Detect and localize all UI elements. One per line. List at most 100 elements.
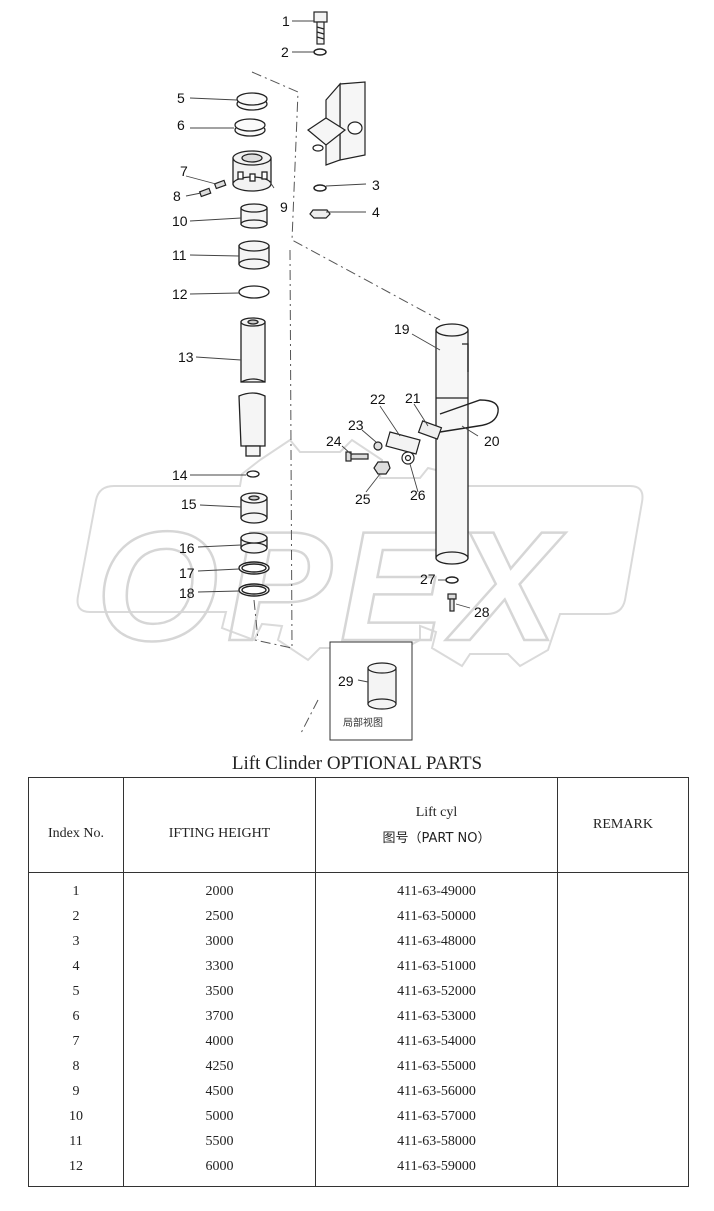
screw-part-8 [198, 187, 212, 198]
cell-part-no: 411-63-58000 [315, 1129, 558, 1154]
callout-24: 24 [326, 433, 342, 449]
callout-2: 2 [281, 44, 289, 60]
assembly-guide-lines [251, 71, 441, 736]
cell-lifting-height: 6000 [123, 1154, 316, 1179]
cell-part-no: 411-63-56000 [315, 1079, 558, 1104]
callout-leader-lines [185, 20, 479, 683]
cell-remark [557, 1129, 689, 1154]
cell-remark [557, 872, 689, 904]
ring-part-6 [234, 118, 266, 137]
callout-29: 29 [338, 673, 354, 689]
watermark-logo: OPEX [76, 438, 644, 675]
cell-part-no: 411-63-57000 [315, 1104, 558, 1129]
cell-lifting-height: 5000 [123, 1104, 316, 1129]
detail-view-label: 局部视图 [343, 716, 383, 729]
callout-23: 23 [348, 417, 364, 433]
callout-8: 8 [173, 188, 181, 204]
exploded-parts-diagram: OPEX [76, 11, 644, 741]
callout-16: 16 [179, 540, 195, 556]
cell-lifting-height: 2500 [123, 904, 316, 929]
cell-part-no: 411-63-54000 [315, 1029, 558, 1054]
bolt-part-28 [447, 593, 457, 612]
sleeve-part-29 [367, 662, 397, 710]
piston-part-15 [240, 492, 268, 524]
cell-lifting-height: 2000 [123, 872, 316, 904]
cell-lifting-height: 4500 [123, 1079, 316, 1104]
cell-remark [557, 979, 689, 1004]
callout-6: 6 [177, 117, 185, 133]
u-bolt-part-20 [439, 399, 499, 433]
empty-cell [123, 1179, 316, 1187]
callout-21: 21 [405, 390, 421, 406]
header-part-no: Lift cyl 图号（PART NO） [315, 777, 558, 873]
cell-index: 7 [28, 1029, 124, 1054]
table-title: Lift Clinder OPTIONAL PARTS [231, 753, 483, 774]
callout-9: 9 [280, 199, 288, 215]
bolt-part-1 [313, 11, 328, 45]
empty-cell [557, 1179, 689, 1187]
nut-part-25 [373, 461, 391, 475]
fitting-part-26 [401, 451, 415, 465]
empty-cell [315, 1179, 558, 1187]
cell-remark [557, 1154, 689, 1179]
cell-remark [557, 1079, 689, 1104]
callout-18: 18 [179, 585, 195, 601]
cell-part-no: 411-63-48000 [315, 929, 558, 954]
cell-remark [557, 1004, 689, 1029]
plate-part-22 [385, 431, 421, 455]
cell-part-no: 411-63-55000 [315, 1054, 558, 1079]
cell-lifting-height: 4250 [123, 1054, 316, 1079]
callout-numbers: 1 2 3 4 5 6 7 8 9 10 11 12 13 14 15 16 1… [172, 13, 500, 689]
piston-rod-part-13 [238, 317, 266, 457]
washer-part-3 [313, 184, 327, 192]
cell-index: 2 [28, 904, 124, 929]
cell-lifting-height: 3500 [123, 979, 316, 1004]
cell-part-no: 411-63-52000 [315, 979, 558, 1004]
bushing-part-16 [240, 532, 268, 554]
cell-index: 10 [28, 1104, 124, 1129]
callout-3: 3 [372, 177, 380, 193]
optional-parts-table: Index No. IFTING HEIGHT Lift cyl 图号（PART… [28, 777, 689, 1187]
ring-part-18 [238, 583, 270, 597]
mounting-bracket [306, 81, 366, 166]
bolt-part-24 [345, 451, 369, 462]
cell-lifting-height: 5500 [123, 1129, 316, 1154]
callout-17: 17 [179, 565, 195, 581]
callout-11: 11 [172, 247, 187, 263]
cell-lifting-height: 4000 [123, 1029, 316, 1054]
ring-part-5 [236, 92, 268, 111]
cylinder-tube-part-19 [435, 323, 469, 565]
cell-index: 3 [28, 929, 124, 954]
callout-27: 27 [420, 571, 436, 587]
watermark-gear [76, 438, 644, 668]
nut-part-23 [373, 441, 383, 451]
callout-26: 26 [410, 487, 426, 503]
cell-remark [557, 904, 689, 929]
cell-lifting-height: 3300 [123, 954, 316, 979]
cell-part-no: 411-63-59000 [315, 1154, 558, 1179]
callout-7: 7 [180, 163, 188, 179]
seal-part-11 [238, 240, 270, 270]
nut-part-4 [309, 209, 331, 219]
callout-5: 5 [177, 90, 185, 106]
cell-index: 6 [28, 1004, 124, 1029]
washer-part-27 [445, 576, 459, 584]
o-ring-part-12 [238, 285, 270, 299]
cell-lifting-height: 3700 [123, 1004, 316, 1029]
callout-4: 4 [372, 204, 380, 220]
table-filler-row [28, 1179, 689, 1187]
cell-index: 9 [28, 1079, 124, 1104]
callout-13: 13 [178, 349, 194, 365]
table-header-row: Index No. IFTING HEIGHT Lift cyl 图号（PART… [28, 777, 689, 873]
cell-index: 11 [28, 1129, 124, 1154]
cell-part-no: 411-63-50000 [315, 904, 558, 929]
gland-nut-part-9 [232, 150, 272, 192]
screw-part-7 [213, 179, 227, 190]
